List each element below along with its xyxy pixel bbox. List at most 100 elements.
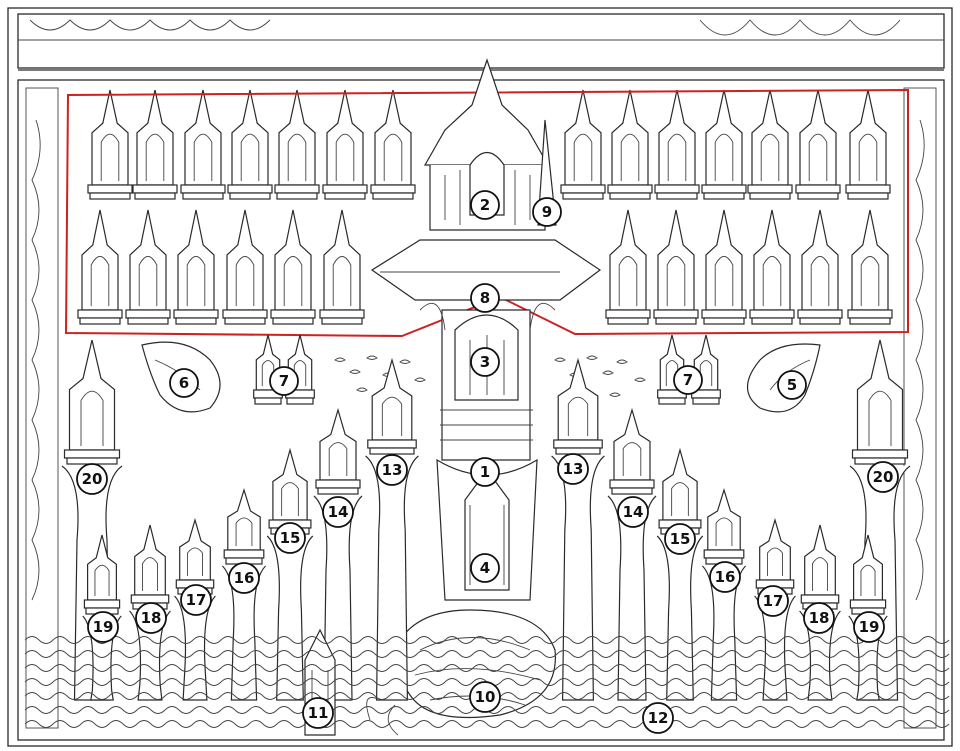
spire-upper xyxy=(88,90,132,199)
spire-on-rock xyxy=(657,450,703,700)
label-number: 16 xyxy=(715,568,736,586)
ornament-mark xyxy=(335,358,345,362)
spire-upper xyxy=(655,90,699,199)
label-marker-13: 13 xyxy=(558,454,588,484)
label-number: 16 xyxy=(234,569,255,587)
label-marker-16: 16 xyxy=(229,563,259,593)
label-number: 8 xyxy=(480,289,490,307)
spire-lower-row xyxy=(223,210,267,324)
label-marker-17: 17 xyxy=(181,585,211,615)
spire-on-rock xyxy=(608,410,656,700)
ornament-mark xyxy=(555,358,565,362)
label-marker-10: 10 xyxy=(470,682,500,712)
spire-on-rock xyxy=(552,360,605,700)
label-number: 14 xyxy=(623,503,644,521)
label-number: 17 xyxy=(763,592,784,610)
spire-upper xyxy=(608,90,652,199)
label-number: 13 xyxy=(382,461,403,479)
spire-lower-row xyxy=(174,210,218,324)
label-marker-9: 9 xyxy=(533,198,561,226)
ornament-mark xyxy=(603,371,613,375)
spire-upper xyxy=(846,90,890,199)
label-marker-18: 18 xyxy=(136,603,166,633)
ornament-mark xyxy=(617,360,627,364)
label-number: 4 xyxy=(480,559,490,577)
spire-lower-row xyxy=(702,210,746,324)
spire-lower-row xyxy=(848,210,892,324)
spire-upper xyxy=(181,90,225,199)
ornament-mark xyxy=(357,388,367,392)
spire-lower-row xyxy=(606,210,650,324)
label-marker-4: 4 xyxy=(471,554,499,582)
label-marker-8: 8 xyxy=(471,284,499,312)
label-number: 13 xyxy=(563,460,584,478)
label-number: 7 xyxy=(683,371,693,389)
label-number: 19 xyxy=(859,618,880,636)
label-marker-19: 19 xyxy=(88,612,118,642)
spire-upper xyxy=(748,90,792,199)
label-marker-3: 3 xyxy=(471,348,499,376)
label-number: 20 xyxy=(873,468,894,486)
ornament-mark xyxy=(610,393,620,397)
label-marker-11: 11 xyxy=(303,698,333,728)
label-marker-15: 15 xyxy=(275,523,305,553)
label-number: 9 xyxy=(542,203,552,221)
spire-upper xyxy=(702,90,746,199)
label-marker-6: 6 xyxy=(170,369,198,397)
ornament-mark xyxy=(367,356,377,360)
label-marker-12: 12 xyxy=(643,703,673,733)
label-marker-13: 13 xyxy=(377,455,407,485)
spire-upper xyxy=(371,90,415,199)
label-marker-15: 15 xyxy=(665,524,695,554)
spire-lower-row xyxy=(750,210,794,324)
spire-upper xyxy=(796,90,840,199)
spire-lower-row xyxy=(78,210,122,324)
ornament-mark xyxy=(635,378,645,382)
label-number: 14 xyxy=(328,503,349,521)
spire-upper xyxy=(323,90,367,199)
label-marker-5: 5 xyxy=(778,371,806,399)
label-marker-2: 2 xyxy=(471,191,499,219)
label-marker-17: 17 xyxy=(758,586,788,616)
spire-lower-row xyxy=(126,210,170,324)
ornament-mark xyxy=(350,370,360,374)
label-number: 2 xyxy=(480,196,490,214)
wave-line xyxy=(25,721,949,728)
spire-lower-row xyxy=(798,210,842,324)
label-number: 6 xyxy=(179,374,189,392)
label-number: 1 xyxy=(480,463,490,481)
label-marker-16: 16 xyxy=(710,562,740,592)
label-number: 15 xyxy=(670,530,691,548)
spire-lower-row xyxy=(320,210,364,324)
label-marker-19: 19 xyxy=(854,612,884,642)
label-marker-18: 18 xyxy=(804,603,834,633)
label-marker-14: 14 xyxy=(618,497,648,527)
spire-upper xyxy=(561,90,605,199)
label-marker-20: 20 xyxy=(77,464,107,494)
label-marker-7: 7 xyxy=(270,367,298,395)
label-number: 7 xyxy=(279,372,289,390)
spire-upper xyxy=(133,90,177,199)
label-number: 15 xyxy=(280,529,301,547)
label-marker-14: 14 xyxy=(323,497,353,527)
label-number: 12 xyxy=(648,709,669,727)
spire-lower-row xyxy=(654,210,698,324)
spire-on-rock xyxy=(222,490,265,700)
ornament-mark xyxy=(587,356,597,360)
label-number: 18 xyxy=(809,609,830,627)
label-marker-20: 20 xyxy=(868,462,898,492)
label-marker-1: 1 xyxy=(471,458,499,486)
spire-upper xyxy=(228,90,272,199)
label-number: 11 xyxy=(308,704,329,722)
spire-lower-row xyxy=(271,210,315,324)
ornament-mark xyxy=(400,360,410,364)
label-marker-7: 7 xyxy=(674,366,702,394)
label-number: 17 xyxy=(186,591,207,609)
label-number: 20 xyxy=(82,470,103,488)
spire-upper xyxy=(275,90,319,199)
label-number: 5 xyxy=(787,376,797,394)
ornament-mark xyxy=(415,378,425,382)
label-number: 10 xyxy=(475,688,496,706)
label-number: 18 xyxy=(141,609,162,627)
